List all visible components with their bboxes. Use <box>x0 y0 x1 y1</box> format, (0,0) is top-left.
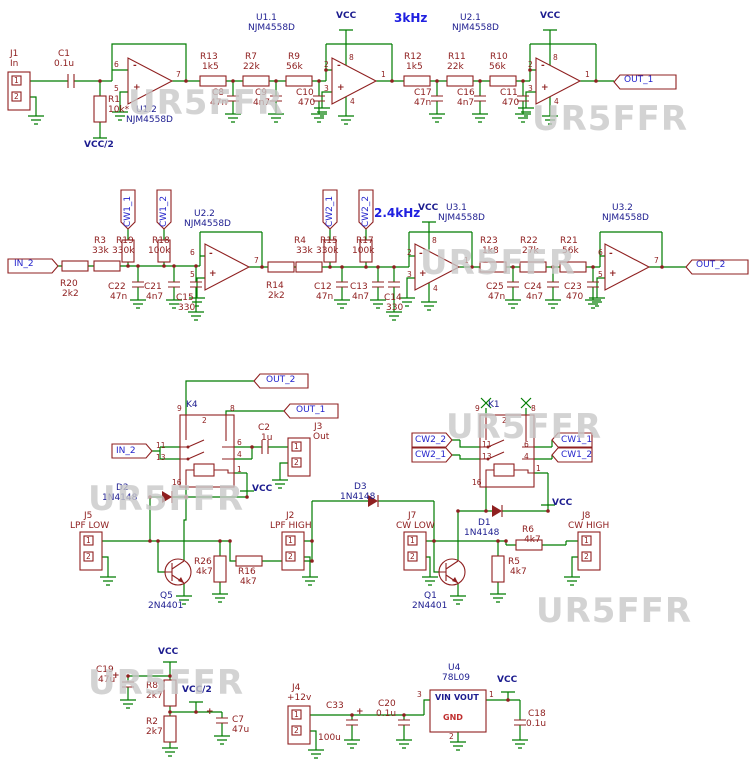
opamp-u1-2 <box>127 57 173 105</box>
connector-j2 <box>281 531 305 571</box>
nc-cross-icons <box>480 397 532 409</box>
cw2-1-flag-tag <box>322 189 338 230</box>
out1-port-tag <box>613 74 677 90</box>
components-layer <box>7 57 650 745</box>
relay-k4 <box>179 414 235 488</box>
capacitor-c13 <box>371 281 385 288</box>
resistor-r18 <box>157 239 171 263</box>
capacitor-c24 <box>546 281 560 288</box>
opamp-u3-1 <box>414 243 460 291</box>
connector-j4 <box>287 705 311 745</box>
in2-flag-tag <box>111 443 153 459</box>
resistor-r11 <box>446 75 474 87</box>
connector-j7 <box>403 531 427 571</box>
resistor-r9 <box>285 75 313 87</box>
resistor-r1 <box>93 95 107 123</box>
regulator-u4 <box>429 689 487 733</box>
connector-j3 <box>287 437 311 477</box>
cw2-1-k1-tag <box>411 447 453 463</box>
resistor-r6 <box>515 539 543 551</box>
resistor-r3 <box>93 260 121 272</box>
opamp-u3-2 <box>604 243 650 291</box>
resistor-r14 <box>267 261 295 273</box>
transistor-q5 <box>164 558 192 586</box>
diode-d3 <box>367 494 379 508</box>
in2-port-tag <box>7 258 59 274</box>
cw1-2-flag-tag <box>156 189 172 230</box>
opamp-u2-2 <box>204 243 250 291</box>
wires-relays <box>102 380 578 596</box>
resistor-r21 <box>559 261 587 273</box>
cw2-2-k1-tag <box>411 432 453 448</box>
resistor-r26 <box>213 555 227 583</box>
cw2-2-flag-tag <box>358 189 374 230</box>
net-ports-layer <box>7 74 749 463</box>
out2-port-tag <box>685 259 749 275</box>
opamp-u2-1 <box>535 57 581 105</box>
transistor-q1 <box>438 558 466 586</box>
cw1-2-k1-tag <box>551 447 593 463</box>
resistor-r17 <box>359 239 373 263</box>
resistor-r22 <box>519 261 547 273</box>
capacitor-c12 <box>335 281 349 288</box>
capacitor-c25 <box>506 281 520 288</box>
wires-filter2 <box>58 221 686 312</box>
opamp-u1-1 <box>331 57 377 105</box>
capacitor-c8 <box>226 95 240 102</box>
junction-dots <box>98 68 664 717</box>
relay-k1 <box>479 414 535 488</box>
capacitor-c9 <box>269 95 283 102</box>
cw1-1-flag-tag <box>120 189 136 230</box>
resistor-r15 <box>323 239 337 263</box>
capacitor-c10 <box>312 95 326 102</box>
capacitor-c22 <box>131 281 145 288</box>
resistor-r2 <box>163 715 177 743</box>
capacitor-c16 <box>473 95 487 102</box>
resistor-r4 <box>295 261 323 273</box>
capacitor-c17 <box>430 95 444 102</box>
resistor-r8 <box>163 679 177 707</box>
capacitor-c33 <box>345 719 359 726</box>
resistor-r10 <box>489 75 517 87</box>
diode-d2 <box>161 490 173 504</box>
cw1-1-k1-tag <box>551 432 593 448</box>
capacitor-c1 <box>67 73 75 89</box>
resistor-r7 <box>242 75 270 87</box>
resistor-r16 <box>235 555 263 567</box>
connector-j5 <box>79 531 103 571</box>
ground-symbols <box>27 107 606 759</box>
capacitor-c18 <box>513 719 527 726</box>
out1-flag-tag <box>283 403 339 419</box>
resistor-r5 <box>491 555 505 583</box>
capacitor-c20 <box>397 719 411 726</box>
capacitor-c19 <box>121 681 135 688</box>
wires-filter1 <box>30 29 614 139</box>
capacitor-c21 <box>167 281 181 288</box>
connector-j1 <box>7 71 31 111</box>
resistor-r13 <box>199 75 227 87</box>
out2-flag-tag <box>253 373 309 389</box>
wires-layer <box>30 29 686 750</box>
capacitor-c2 <box>261 439 269 455</box>
resistor-r19 <box>121 239 135 263</box>
capacitor-c15 <box>189 281 203 288</box>
diode-d1 <box>491 504 503 518</box>
connector-j8 <box>577 531 601 571</box>
capacitor-c14 <box>387 281 401 288</box>
capacitor-c7 <box>215 717 229 724</box>
resistor-r20 <box>61 260 89 272</box>
resistor-r23 <box>479 261 507 273</box>
resistor-r12 <box>403 75 431 87</box>
capacitor-c11 <box>516 95 530 102</box>
